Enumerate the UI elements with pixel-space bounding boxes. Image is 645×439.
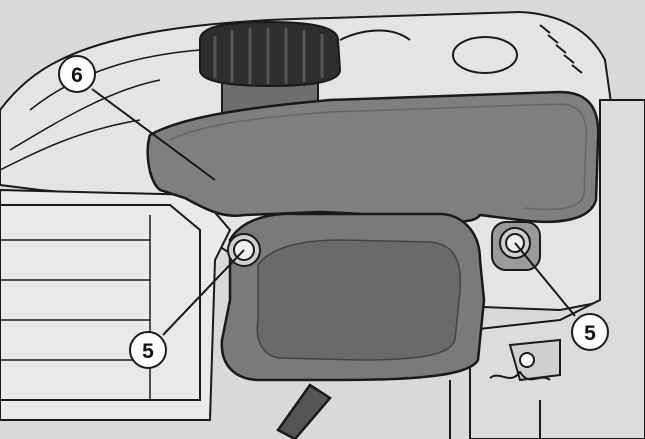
shroud-details [339,24,583,74]
right-mounting-bolt [491,221,541,271]
left-bolt-leader-line [162,249,245,336]
left-bolt-callout: 5 [129,331,167,369]
leader-lines [91,88,576,336]
fuel-tank-callout: 6 [58,55,96,93]
right-bolt-callout: 5 [571,313,609,351]
right-bolt-callout-label: 5 [584,322,596,345]
fuel-tank [146,90,600,439]
right-bolt-leader-line [514,242,576,317]
fuel-tank-callout-label: 6 [71,64,83,87]
fuel-tank-leader-line [91,88,216,181]
left-bolt-callout-label: 5 [142,340,154,363]
engine-right-side [449,99,645,439]
